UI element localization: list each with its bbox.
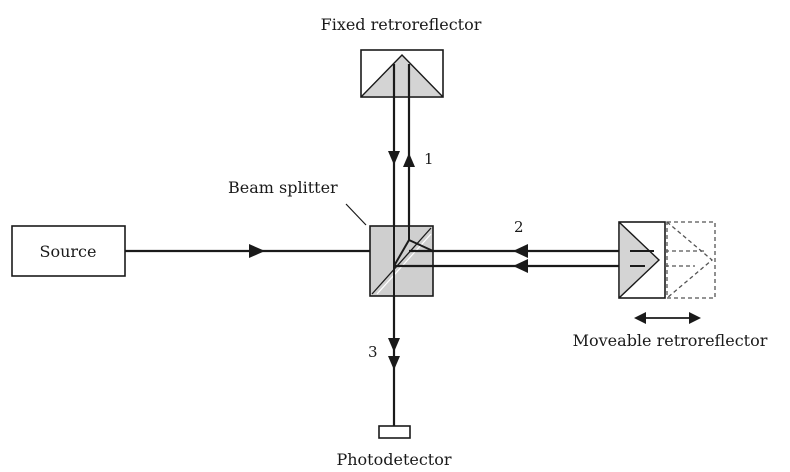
moveable-retroreflector-label: Moveable retroreflector — [573, 331, 768, 350]
movement-arrow — [634, 312, 701, 324]
arrow-down-path-1 — [388, 151, 400, 165]
moveable-prism — [619, 222, 661, 298]
moveable-retroreflector — [618, 221, 666, 299]
fixed-prism — [361, 53, 443, 97]
beam-path-2 — [394, 249, 654, 268]
arrow-path-3-upper — [388, 338, 400, 352]
fixed-retroreflector — [360, 49, 444, 98]
source-label: Source — [40, 242, 97, 261]
beam-splitter — [369, 225, 434, 297]
arrow-path-2-upper — [513, 244, 528, 258]
arrow-path-3-lower — [388, 356, 400, 370]
path-number-3: 3 — [368, 343, 378, 361]
beam-splitter-leader — [345, 203, 367, 226]
path-number-1: 1 — [424, 150, 434, 168]
photodetector — [378, 425, 411, 439]
arrow-path-2-lower — [513, 259, 528, 273]
photodetector-label: Photodetector — [336, 450, 451, 469]
path-number-2: 2 — [514, 218, 524, 236]
arrow-up-path-1 — [403, 153, 415, 167]
beam-splitter-label: Beam splitter — [228, 178, 338, 197]
source-box: Source — [11, 225, 126, 277]
moveable-retroreflector-displaced — [665, 221, 716, 299]
arrow-source-beam — [249, 244, 265, 258]
fixed-retroreflector-label: Fixed retroreflector — [321, 15, 482, 34]
